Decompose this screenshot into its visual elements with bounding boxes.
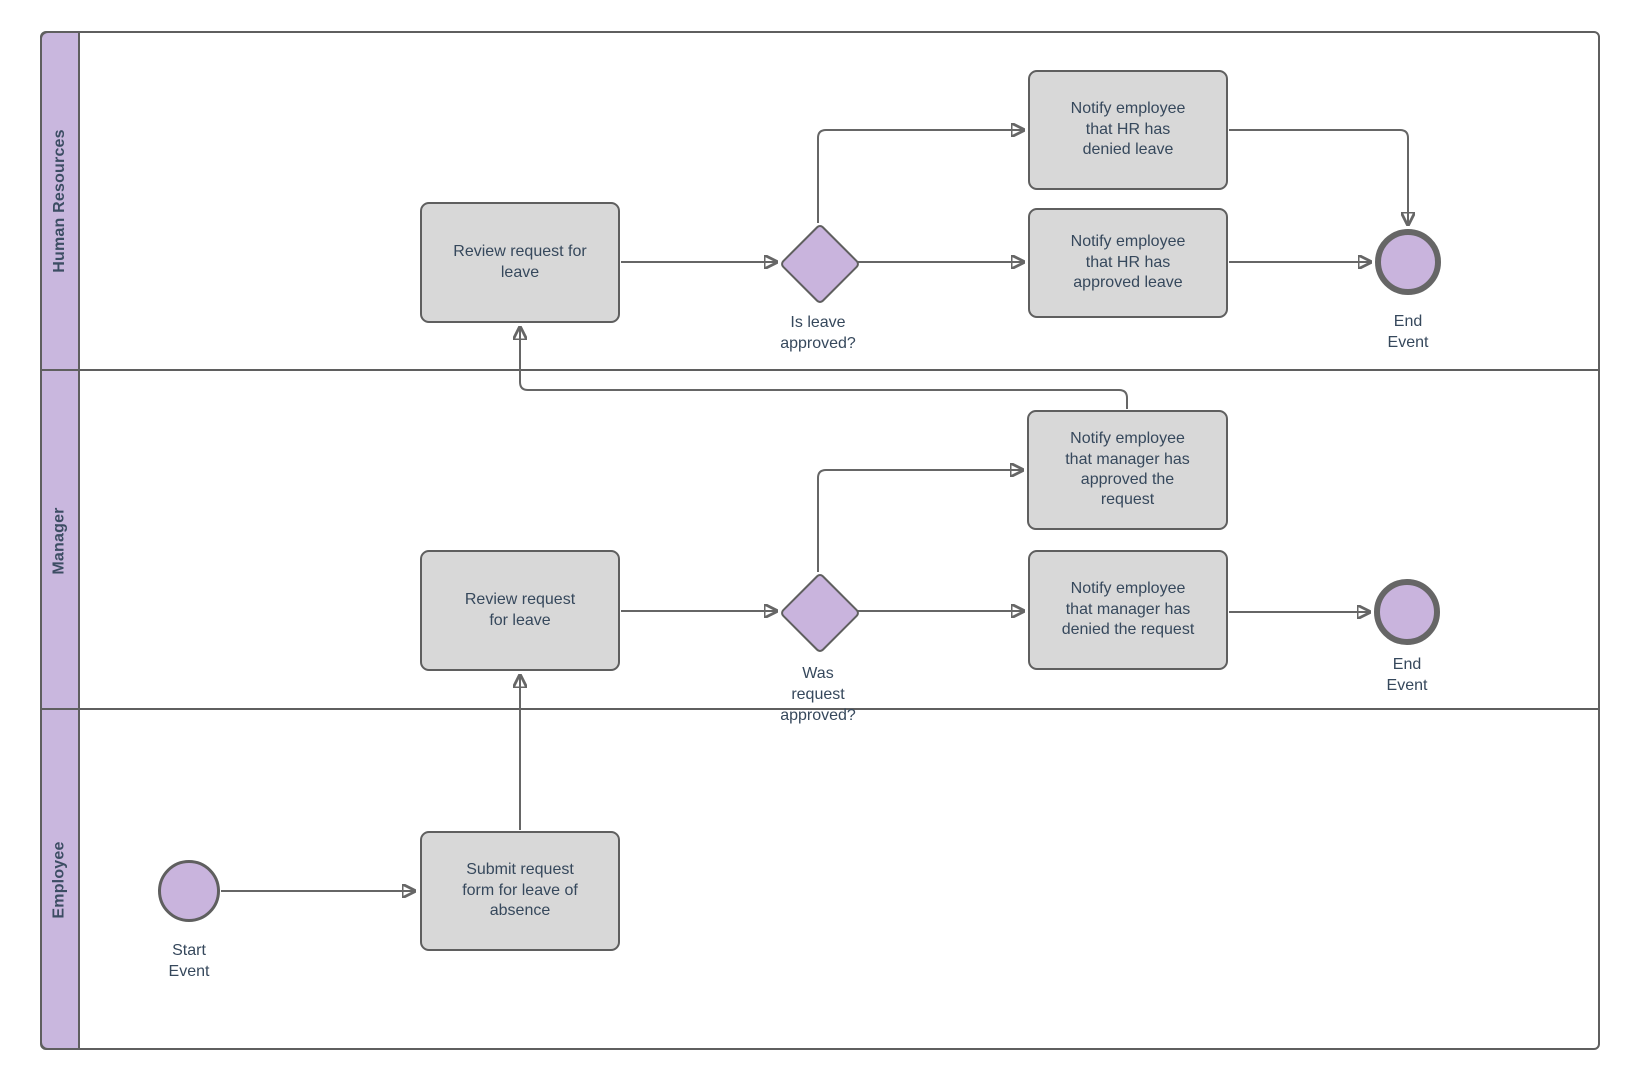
start-event[interactable] <box>158 860 220 922</box>
end-event-hr[interactable] <box>1375 229 1441 295</box>
task-manager-notify-approved-label: Notify employee that manager has approve… <box>1065 430 1190 509</box>
task-hr-notify-denied[interactable]: Notify employee that HR has denied leave <box>1028 70 1228 190</box>
lane-title-manager[interactable]: Manager <box>40 371 80 710</box>
lane-title-human-resources-label: Human Resources <box>51 129 68 273</box>
task-manager-notify-denied-label: Notify employee that manager has denied … <box>1061 580 1195 639</box>
start-event-label: Start Event <box>168 942 210 980</box>
lane-title-human-resources[interactable]: Human Resources <box>40 31 80 371</box>
lane-divider-hr-manager <box>40 369 1600 371</box>
lane-divider-manager-employee <box>40 708 1600 710</box>
lane-title-employee[interactable]: Employee <box>40 710 80 1050</box>
task-submit-request-form[interactable]: Submit request form for leave of absence <box>420 831 620 951</box>
task-manager-notify-approved[interactable]: Notify employee that manager has approve… <box>1027 410 1228 530</box>
gateway-was-request-approved-label: Was request approved? <box>780 665 856 724</box>
end-event-manager-label: End Event <box>1386 656 1428 694</box>
task-hr-notify-approved-label: Notify employee that HR has approved lea… <box>1070 233 1186 292</box>
lane-title-manager-label: Manager <box>51 506 69 575</box>
task-manager-review-request[interactable]: Review request for leave <box>420 550 620 671</box>
end-event-hr-label: End Event <box>1387 313 1429 351</box>
lane-title-employee-label: Employee <box>51 841 68 919</box>
task-hr-notify-denied-label: Notify employee that HR has denied leave <box>1070 100 1186 159</box>
task-hr-review-request-label: Review request for leave <box>453 243 587 281</box>
task-manager-review-request-label: Review request for leave <box>464 591 576 629</box>
pool <box>40 31 1600 1050</box>
task-hr-notify-approved[interactable]: Notify employee that HR has approved lea… <box>1028 208 1228 318</box>
task-hr-review-request[interactable]: Review request for leave <box>420 202 620 323</box>
lane-header-strip <box>40 31 80 1050</box>
gateway-is-leave-approved-label: Is leave approved? <box>780 314 856 352</box>
task-manager-notify-denied[interactable]: Notify employee that manager has denied … <box>1028 550 1228 670</box>
task-submit-request-form-label: Submit request form for leave of absence <box>462 861 578 920</box>
end-event-manager[interactable] <box>1374 579 1440 645</box>
